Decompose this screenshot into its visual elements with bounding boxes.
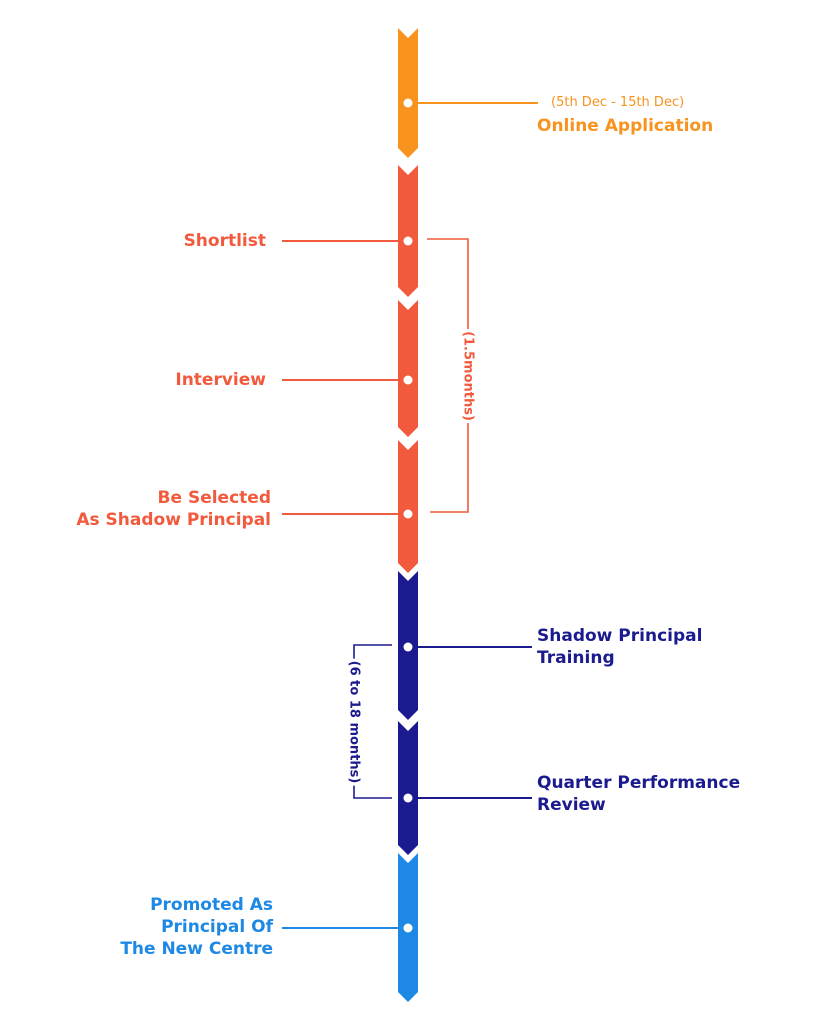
shadow-training-line-1: Shadow Principal [537, 626, 703, 646]
selection-duration-label: (1.5months) [460, 329, 476, 423]
be-selected-label: Be Selected As Shadow Principal [76, 487, 271, 531]
training-duration-label: (6 to 18 months) [346, 658, 362, 786]
online-application-date: (5th Dec - 15th Dec) [551, 95, 685, 110]
quarter-review-line-1: Quarter Performance [537, 773, 741, 793]
promoted-line-1: Promoted As [150, 895, 273, 915]
segment-interview [398, 300, 418, 437]
shadow-training-label: Shadow Principal Training [537, 625, 702, 669]
promoted-label: Promoted As Principal Of The New Centre [120, 894, 273, 960]
segment-shortlist [398, 165, 418, 297]
shortlist-label: Shortlist [184, 230, 266, 252]
node-interview [403, 375, 413, 385]
interview-line-1: Interview [175, 370, 266, 390]
quarter-review-line-2: Review [537, 795, 606, 815]
segment-online-application [398, 28, 418, 158]
segment-quarter-review [398, 721, 418, 855]
quarter-review-label: Quarter Performance Review [537, 772, 740, 816]
shortlist-line-1: Shortlist [183, 231, 266, 251]
promoted-line-3: The New Centre [120, 939, 273, 959]
node-be-selected [403, 509, 413, 519]
online-application-label: Online Application [537, 115, 713, 137]
node-online-application [403, 98, 413, 108]
be-selected-line-1: Be Selected [157, 488, 271, 508]
node-promoted [403, 923, 413, 933]
node-shadow-training [403, 642, 413, 652]
node-shortlist [403, 236, 413, 246]
segment-be-selected [398, 440, 418, 573]
promoted-line-2: Principal Of [161, 917, 273, 937]
be-selected-line-2: As Shadow Principal [76, 510, 271, 530]
shadow-training-line-2: Training [537, 648, 615, 668]
online-application-line-1: Online Application [537, 116, 714, 136]
node-quarter-review [403, 793, 413, 803]
interview-label: Interview [175, 369, 266, 391]
